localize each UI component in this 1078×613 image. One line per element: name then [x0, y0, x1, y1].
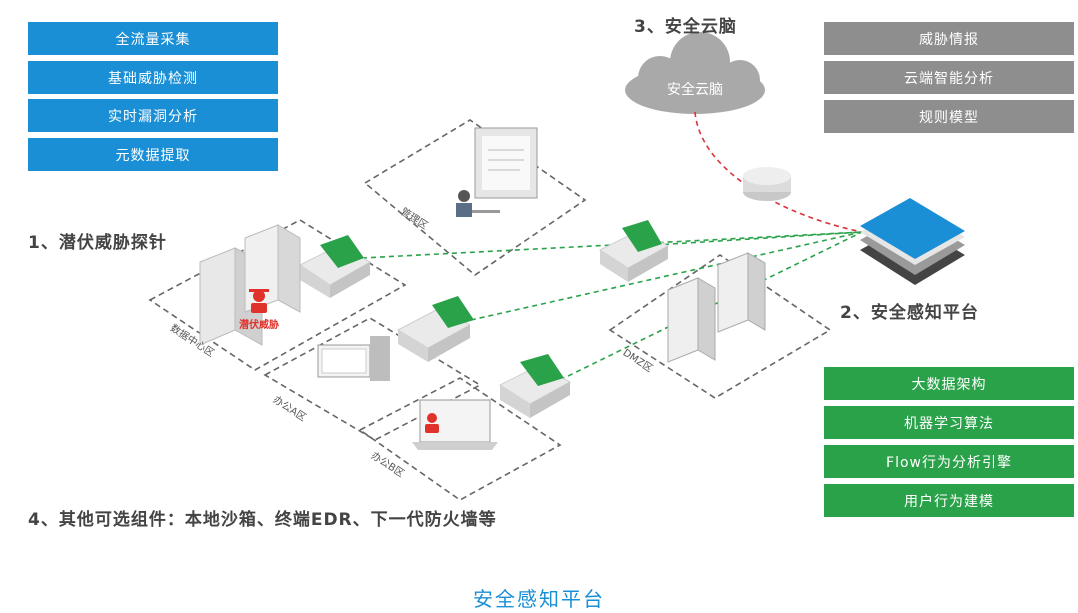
- admin-workstation-icon: [456, 127, 538, 217]
- threat-tag: 潜伏威胁: [239, 318, 279, 331]
- platform-feature-1: 大数据架构: [824, 367, 1074, 400]
- platform-feature-3: Flow行为分析引擎: [824, 445, 1074, 478]
- datacenter-server-icon: [199, 224, 301, 346]
- cloud-link: [694, 111, 863, 233]
- probe-feature-4: 元数据提取: [28, 138, 278, 171]
- laptop-icon: [412, 399, 498, 450]
- platform-feature-4: 用户行为建模: [824, 484, 1074, 517]
- probe-device-datacenter: [299, 235, 372, 298]
- zone-dmz-outline: [608, 254, 832, 399]
- cloud-shape: [625, 32, 765, 114]
- probe-device-office-b: [498, 354, 572, 418]
- threat-agent-icon-office-b: [425, 413, 439, 433]
- cloud-feature-3: 规则模型: [824, 100, 1074, 133]
- cloud-heading: 3、安全云脑: [634, 17, 737, 37]
- cloud-feature-1: 威胁情报: [824, 22, 1074, 55]
- probe-device-office-a: [396, 296, 474, 362]
- threat-agent-icon-datacenter: [249, 289, 269, 313]
- platform-feature-2: 机器学习算法: [824, 406, 1074, 439]
- probe-feature-2: 基础威胁检测: [28, 61, 278, 94]
- dmz-server-icon: [667, 252, 766, 363]
- platform-heading: 2、安全感知平台: [840, 303, 979, 323]
- zone-office-b-outline: [358, 377, 562, 501]
- probe-heading: 1、潜伏威胁探针: [28, 233, 167, 253]
- probe-links: [361, 231, 863, 381]
- probe-device-mgmt: [598, 220, 670, 282]
- cloud-inner-label: 安全云脑: [667, 81, 723, 98]
- cloud-feature-2: 云端智能分析: [824, 61, 1074, 94]
- zone-mgmt-outline: [363, 119, 587, 277]
- diagram-title: 安全感知平台: [473, 587, 605, 611]
- other-components-note: 4、其他可选组件：本地沙箱、终端EDR、下一代防火墙等: [28, 510, 497, 530]
- storage-disk-icon: [743, 167, 791, 201]
- desktop-computer-icon: [317, 336, 390, 381]
- probe-feature-1: 全流量采集: [28, 22, 278, 55]
- platform-device-icon: [860, 198, 965, 285]
- probe-feature-3: 实时漏洞分析: [28, 99, 278, 132]
